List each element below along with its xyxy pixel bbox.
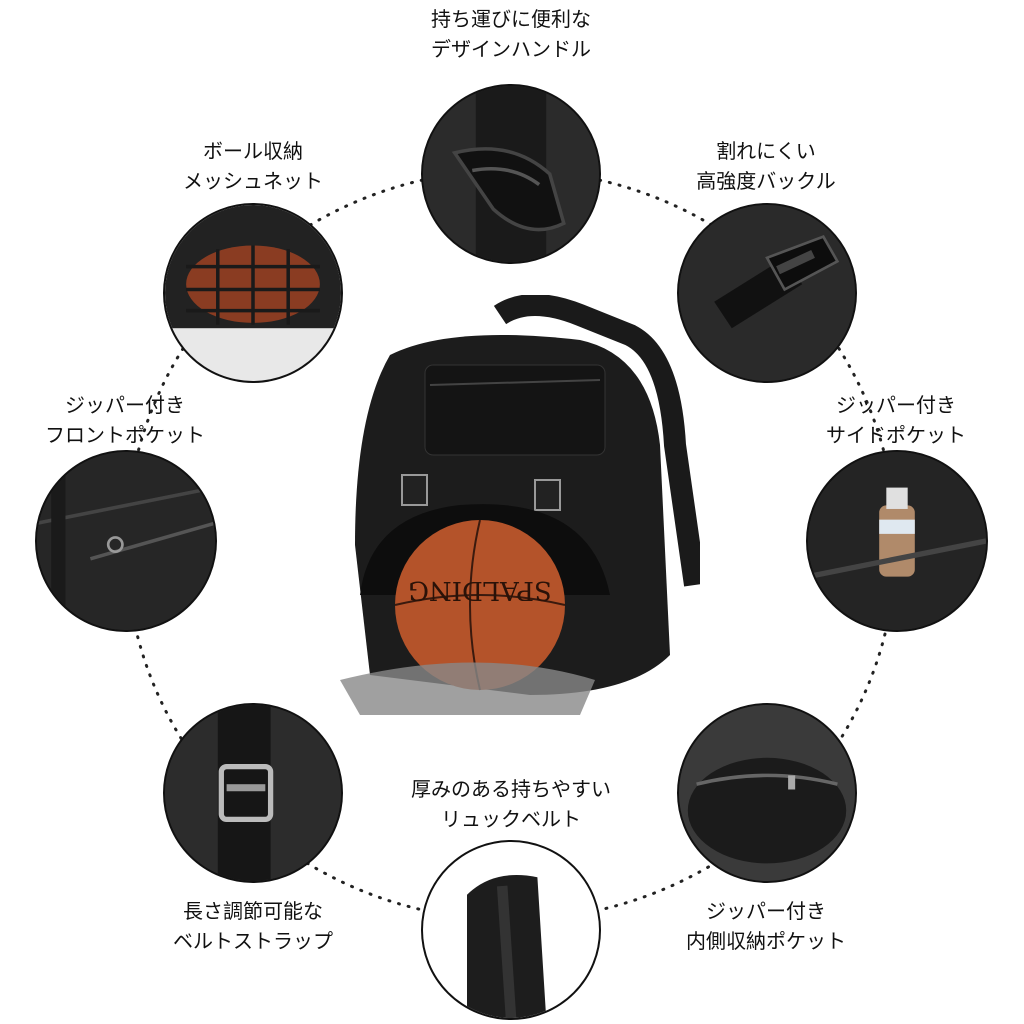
label-mesh: ボール収納メッシュネット xyxy=(183,139,323,193)
strap-photo xyxy=(163,703,343,883)
inner-zipper-icon xyxy=(679,705,855,881)
mesh-net-icon xyxy=(165,205,341,381)
handle-icon xyxy=(423,86,599,262)
backpack-main-image: SPALDING xyxy=(330,294,706,725)
bottle-icon xyxy=(808,452,986,630)
front-pocket-photo xyxy=(35,450,217,632)
label-shoulder-belt: 厚みのある持ちやすいリュックベルト xyxy=(411,777,611,831)
mesh-photo xyxy=(163,203,343,383)
label-buckle: 割れにくい高強度バックル xyxy=(696,139,836,193)
shoulder-strap-icon xyxy=(423,842,599,1018)
shoulder-belt-photo xyxy=(421,840,601,1020)
label-front-pocket: ジッパー付きフロントポケット xyxy=(45,393,205,447)
zipper-pocket-icon xyxy=(37,452,215,630)
handle-photo xyxy=(421,84,601,264)
label-inner-pocket: ジッパー付き内側収納ポケット xyxy=(686,899,846,953)
basketball xyxy=(395,520,565,690)
label-handle: 持ち運びに便利なデザインハンドル xyxy=(431,7,591,61)
label-side-pocket: ジッパー付きサイドポケット xyxy=(826,393,966,447)
buckle-icon xyxy=(679,205,855,381)
strap-adjuster-icon xyxy=(165,705,341,881)
side-pocket-photo xyxy=(806,450,988,632)
ball-logo: SPALDING xyxy=(408,575,552,605)
label-strap: 長さ調節可能なベルトストラップ xyxy=(173,899,333,953)
inner-pocket-photo xyxy=(677,703,857,883)
buckle-photo xyxy=(677,203,857,383)
